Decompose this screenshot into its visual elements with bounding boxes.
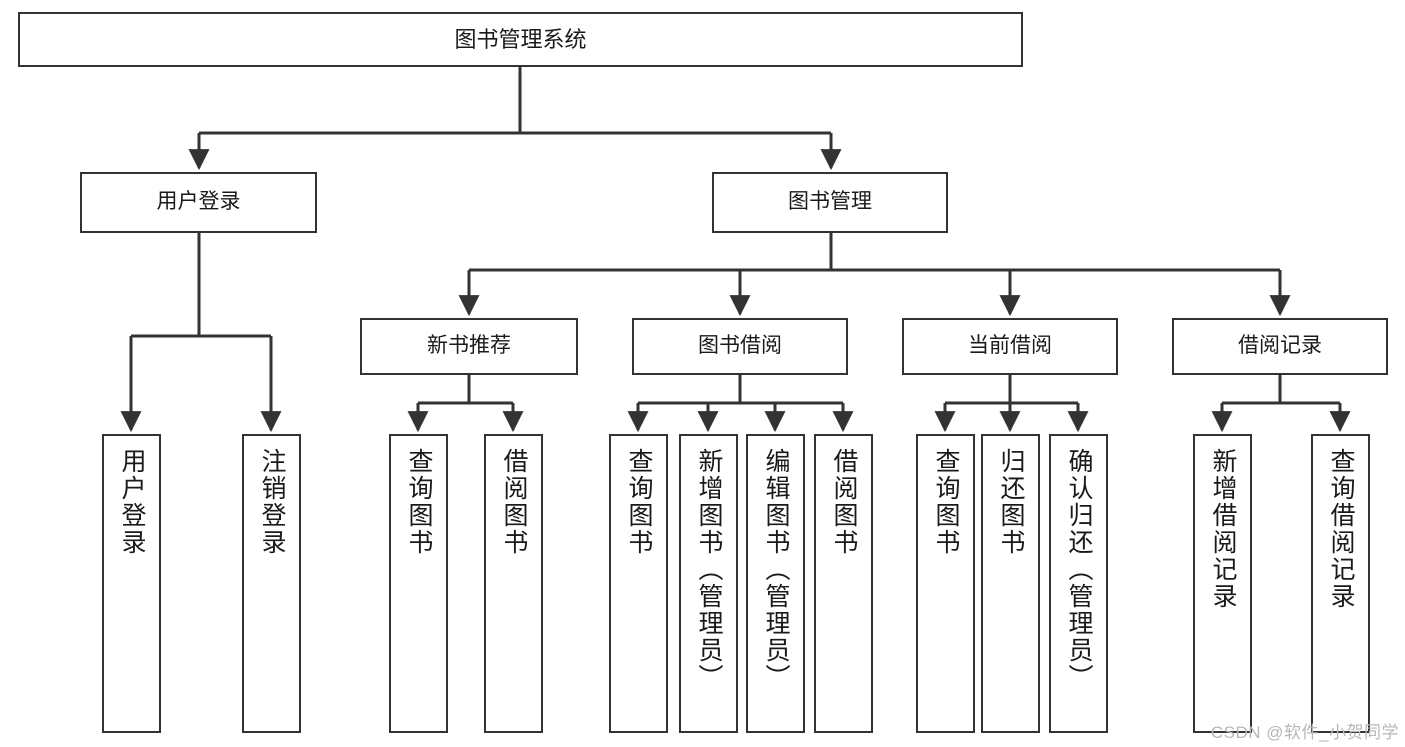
node-label: 查询图书 [625,448,653,556]
node-leaf-logout-login[interactable]: 注销登录 [242,434,301,733]
node-label: 编辑图书（管理员） [762,448,790,691]
node-label: 查询图书 [932,448,960,556]
node-leaf-add-borrow-record[interactable]: 新增借阅记录 [1193,434,1252,733]
node-label: 当前借阅 [968,334,1052,358]
node-leaf-add-book[interactable]: 新增图书（管理员） [679,434,738,733]
node-leaf-edit-book[interactable]: 编辑图书（管理员） [746,434,805,733]
node-leaf-borrow-book-1[interactable]: 借阅图书 [484,434,543,733]
node-label: 借阅图书 [830,448,858,556]
node-leaf-borrow-book-2[interactable]: 借阅图书 [814,434,873,733]
node-label: 查询图书 [405,448,433,556]
node-label: 用户登录 [118,448,146,556]
node-label: 图书借阅 [698,334,782,358]
node-label: 借阅图书 [500,448,528,556]
node-leaf-user-login[interactable]: 用户登录 [102,434,161,733]
node-new-book-recommend[interactable]: 新书推荐 [360,318,578,375]
node-label: 图书管理系统 [454,26,587,52]
node-leaf-query-book-1[interactable]: 查询图书 [389,434,448,733]
node-leaf-return-book[interactable]: 归还图书 [981,434,1040,733]
node-leaf-confirm-return[interactable]: 确认归还（管理员） [1049,434,1108,733]
node-label: 新增借阅记录 [1209,448,1237,610]
node-current-borrow[interactable]: 当前借阅 [902,318,1118,375]
node-borrow-record[interactable]: 借阅记录 [1172,318,1388,375]
node-label: 注销登录 [258,448,286,556]
node-user-login[interactable]: 用户登录 [80,172,317,233]
watermark: CSDN @软件_小贺同学 [1210,723,1399,742]
node-label: 查询借阅记录 [1327,448,1355,610]
node-label: 用户登录 [156,190,241,214]
node-label: 图书管理 [788,190,872,214]
node-book-borrow[interactable]: 图书借阅 [632,318,848,375]
node-leaf-query-book-3[interactable]: 查询图书 [916,434,975,733]
node-label: 借阅记录 [1238,334,1322,358]
node-book-management[interactable]: 图书管理 [712,172,948,233]
node-label: 新书推荐 [427,334,511,358]
node-label: 归还图书 [997,448,1025,556]
node-label: 新增图书（管理员） [695,448,723,691]
node-leaf-query-book-2[interactable]: 查询图书 [609,434,668,733]
node-leaf-query-borrow-record[interactable]: 查询借阅记录 [1311,434,1370,733]
node-label: 确认归还（管理员） [1065,448,1093,691]
node-root-book-management-system[interactable]: 图书管理系统 [18,12,1023,67]
